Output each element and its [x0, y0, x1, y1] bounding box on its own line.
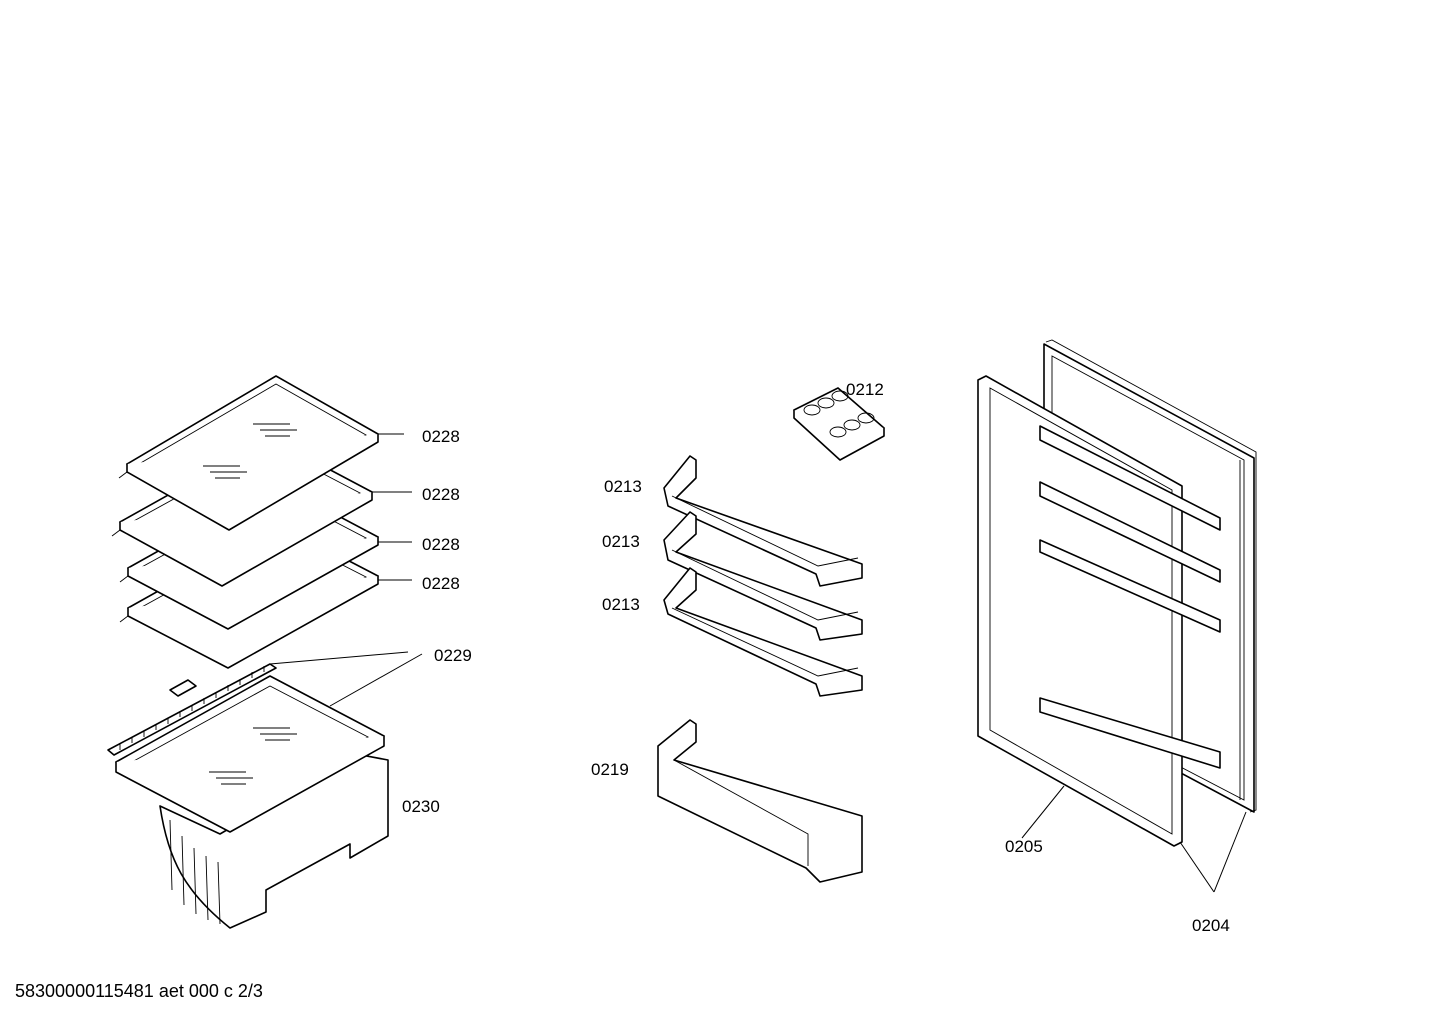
cover-strip — [107, 663, 277, 756]
label-door-seal: 0205 — [1005, 837, 1043, 856]
label-door: 0204 — [1192, 916, 1230, 935]
bottle-shelf — [657, 719, 863, 883]
door-shelf-3 — [663, 567, 863, 697]
label-door-shelf-3: 0213 — [602, 595, 640, 614]
label-shelf-3: 0228 — [422, 535, 460, 554]
crisper-drawer — [115, 675, 389, 929]
label-shelf-4: 0228 — [422, 574, 460, 593]
shelf-1 — [118, 375, 379, 531]
drawing-reference: 58300000115481 aet 000 c 2/3 — [15, 981, 263, 1001]
door-shelf-2 — [663, 511, 863, 641]
door-seal — [977, 375, 1221, 847]
door-shelf-1 — [663, 455, 863, 587]
egg-tray — [793, 387, 885, 461]
leader-lines-right — [1021, 785, 1247, 893]
label-cover-strip: 0229 — [434, 646, 472, 665]
leader-lines-left — [269, 433, 423, 707]
label-egg-tray: 0212 — [846, 380, 884, 399]
label-bottle-shelf: 0219 — [591, 760, 629, 779]
label-door-shelf-2: 0213 — [602, 532, 640, 551]
label-shelf-1: 0228 — [422, 427, 460, 446]
label-shelf-2: 0228 — [422, 485, 460, 504]
label-crisper-drawer: 0230 — [402, 797, 440, 816]
label-door-shelf-1: 0213 — [604, 477, 642, 496]
